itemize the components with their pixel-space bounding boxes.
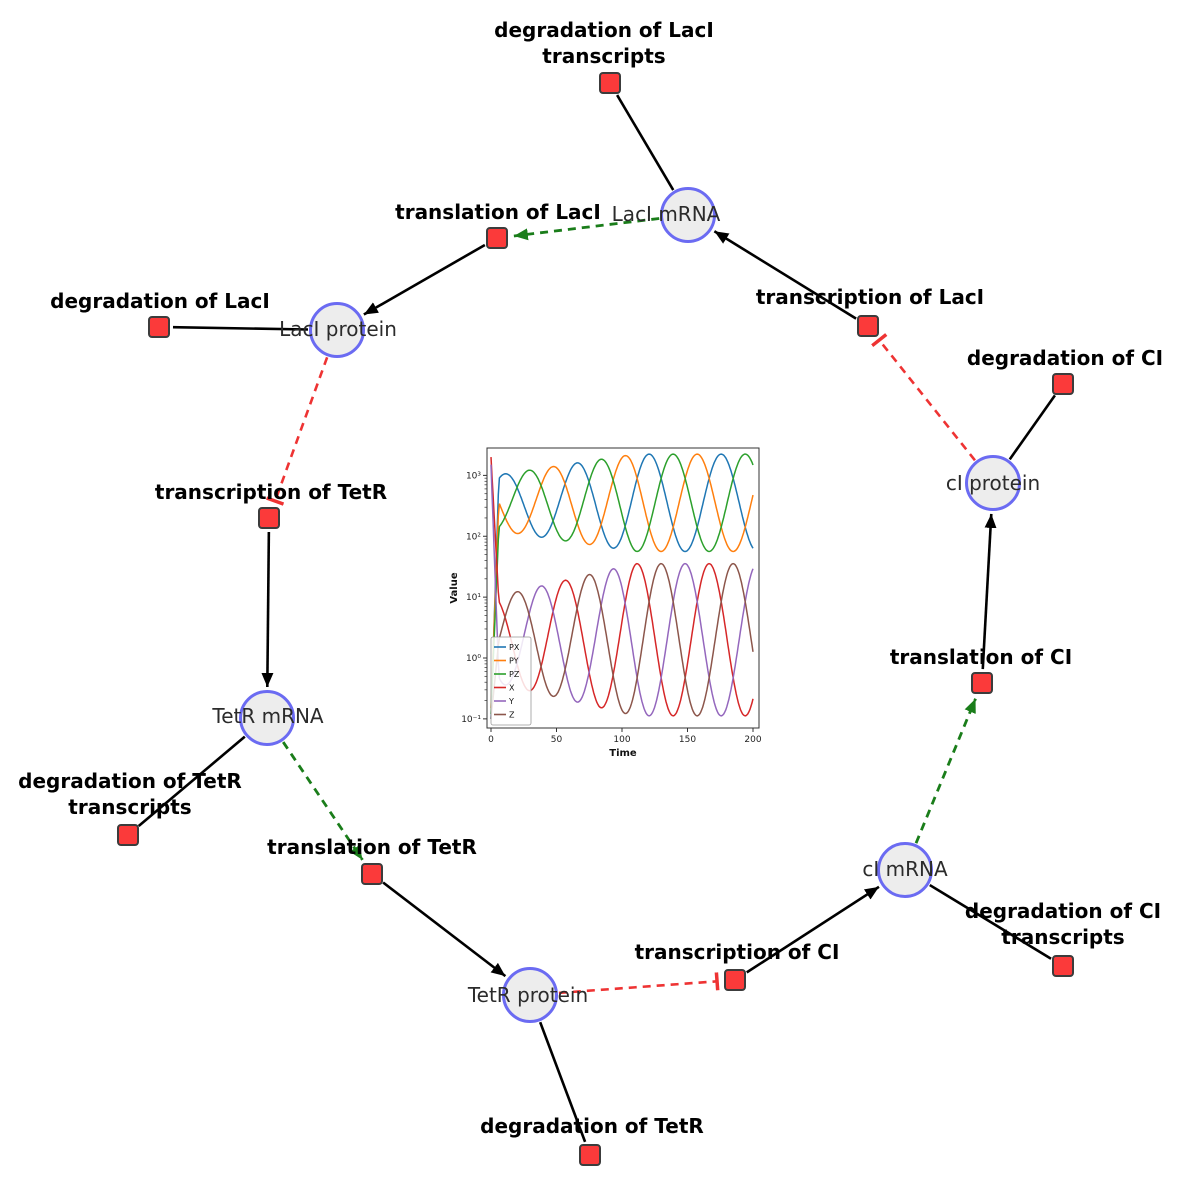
consumption-edge [616, 94, 675, 191]
consumption-edge [1008, 394, 1056, 461]
species-node-ci_mrna[interactable] [877, 842, 933, 898]
production-edge [261, 531, 274, 688]
consumption-edge [172, 325, 309, 331]
reaction-node-deg_laci[interactable] [148, 316, 170, 338]
reaction-node-transcription_ci[interactable] [724, 969, 746, 991]
y-tick-label: 10⁻¹ [461, 715, 481, 725]
reaction-node-deg_ci[interactable] [1052, 373, 1074, 395]
y-tick-label: 10⁰ [466, 654, 481, 664]
x-tick-label: 150 [679, 735, 696, 745]
y-tick-label: 10¹ [466, 593, 481, 603]
x-axis-label: Time [609, 748, 637, 759]
consumption-edge [929, 883, 1052, 960]
chart-series-group [490, 453, 754, 719]
production-edge [746, 885, 880, 974]
y-axis-label: Value [449, 572, 460, 603]
reaction-node-deg_laci_tx[interactable] [599, 72, 621, 94]
reaction-node-deg_tetr_tx[interactable] [117, 824, 139, 846]
consumption-edge [538, 1021, 587, 1143]
x-tick-label: 200 [744, 735, 761, 745]
y-tick-label: 10² [466, 532, 481, 542]
inhibition-edge [266, 356, 329, 506]
legend-label-Y: Y [508, 697, 514, 706]
reaction-node-translation_laci[interactable] [486, 227, 508, 249]
production-edge [713, 230, 857, 320]
production-edge [382, 881, 507, 978]
reaction-node-transcription_tetr[interactable] [258, 507, 280, 529]
reaction-node-deg_tetr[interactable] [579, 1144, 601, 1166]
legend-label-PX: PX [509, 643, 520, 652]
legend-box [490, 636, 532, 726]
species-node-tetr_mrna[interactable] [239, 690, 295, 746]
reaction-node-transcription_laci[interactable] [857, 315, 879, 337]
x-tick-label: 0 [488, 735, 494, 745]
modifier-edge [914, 698, 977, 844]
reaction-node-translation_ci[interactable] [971, 672, 993, 694]
series-line-PY [490, 453, 754, 709]
series-line-PZ [490, 453, 754, 715]
species-node-tetr_protein[interactable] [502, 967, 558, 1023]
species-node-laci_protein[interactable] [309, 302, 365, 358]
reaction-node-deg_ci_tx[interactable] [1052, 955, 1074, 977]
y-tick-label: 10³ [466, 471, 481, 481]
chart-legend: PX PY PZ XYZ [490, 636, 532, 726]
consumption-edge [137, 735, 246, 827]
series-line-X [490, 457, 754, 717]
production-edge [363, 243, 486, 316]
series-line-Z [490, 562, 754, 719]
production-edge [981, 513, 997, 670]
x-tick-label: 100 [613, 735, 630, 745]
inhibition-edge [871, 333, 976, 462]
x-tick-label: 50 [551, 735, 563, 745]
modifier-edge [282, 741, 364, 861]
reaction-node-translation_tetr[interactable] [361, 863, 383, 885]
species-node-laci_mrna[interactable] [660, 187, 716, 243]
inhibition-edge [558, 972, 720, 995]
modifier-edge [513, 217, 660, 241]
legend-label-Z: Z [509, 711, 515, 720]
legend-label-PY: PY [509, 657, 519, 666]
legend-label-PZ: PZ [509, 670, 520, 679]
species-node-ci_protein[interactable] [965, 455, 1021, 511]
legend-label-X: X [509, 684, 515, 693]
plot-frame [486, 447, 760, 729]
